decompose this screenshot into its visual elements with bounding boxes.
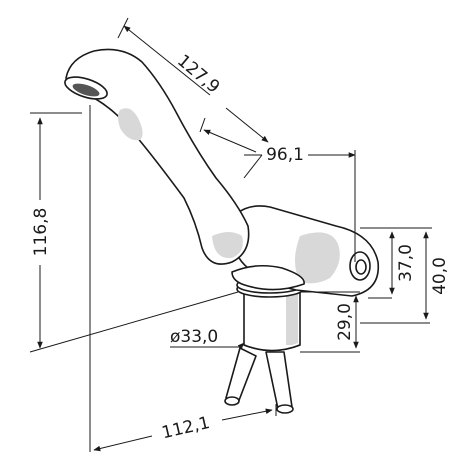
inlet-pipes [224,347,294,414]
connector-body [243,291,301,352]
main-body [231,205,380,297]
label-total-height: 116,8 [31,208,51,257]
dimline-spout-reach [203,129,257,153]
dimline-spout-length [123,25,211,96]
label-spout-reach: 96,1 [266,145,304,165]
label-body-depth: 40,0 [430,257,450,295]
dimension-lines [37,25,429,452]
dimline-total-depth [93,435,153,452]
label-base-diameter: ø33,0 [170,327,218,347]
label-spout-length: 127,9 [173,51,223,98]
spout [64,48,250,265]
extension-lines [29,17,432,452]
label-connector-height: 29,0 [335,303,355,341]
label-body-height: 37,0 [396,244,416,282]
label-total-depth: 112,1 [160,413,212,443]
faucet-illustration [64,48,380,414]
